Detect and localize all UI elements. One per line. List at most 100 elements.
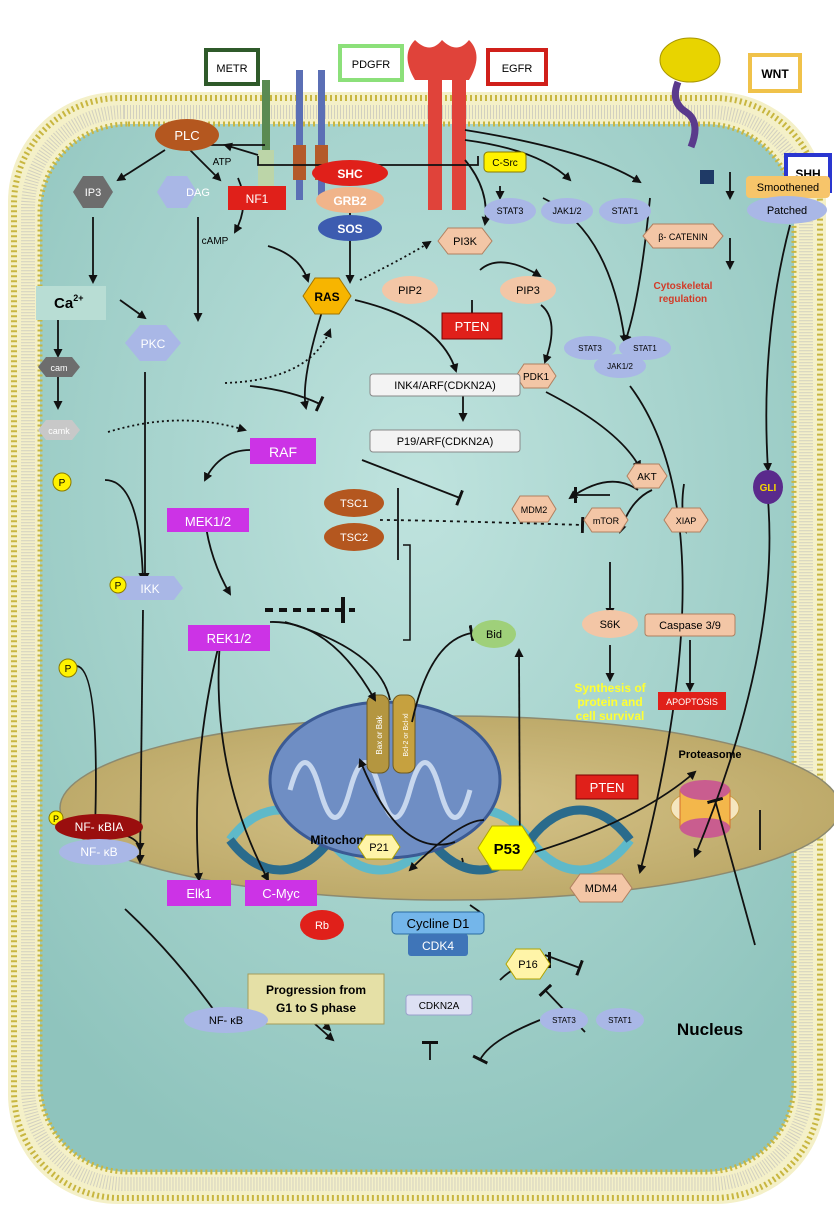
s6k-node <box>582 610 638 638</box>
mdm2-label: MDM2 <box>521 505 548 515</box>
calcium-node <box>36 286 106 320</box>
stat3-nucleus-label: STAT3 <box>552 1016 576 1025</box>
stat1-label: STAT1 <box>612 206 639 216</box>
stat1-nucleus-node <box>596 1008 644 1032</box>
synthesis-line1: Synthesis of <box>574 681 646 695</box>
cmyc-node <box>245 880 317 906</box>
jak-dimer-node <box>594 354 646 378</box>
akt-label: AKT <box>637 472 656 483</box>
mdm2-node <box>511 495 557 523</box>
cyto-line2: regulation <box>659 294 707 305</box>
p53-label: P53 <box>494 841 521 858</box>
csrc-label: C-Src <box>492 158 518 169</box>
calcium-label: Ca2+ <box>54 293 83 312</box>
egfr-label: EGFR <box>502 63 533 75</box>
mtor-label: mTOR <box>593 516 620 526</box>
tsc2-label: TSC2 <box>340 532 368 544</box>
wnt-label: WNT <box>761 67 789 81</box>
stat1-node <box>599 198 651 224</box>
cmyc-label: C-Myc <box>262 886 300 901</box>
pten-label: PTEN <box>455 319 490 334</box>
p19-node <box>369 429 521 453</box>
atp-label: ATP <box>213 157 232 168</box>
svg-text:P: P <box>59 478 66 489</box>
caspase-label: Caspase 3/9 <box>659 620 721 632</box>
csrc-node <box>483 151 527 173</box>
p19-label: P19/ARF(CDKN2A) <box>397 436 494 448</box>
nfkbia-node <box>55 814 143 840</box>
egfr-receptor <box>407 40 477 210</box>
mdm4-node <box>569 873 633 903</box>
p16-label: P16 <box>518 959 538 971</box>
cdk4-node <box>408 934 468 956</box>
ras-label: RAS <box>314 290 339 304</box>
p21-node <box>357 834 401 860</box>
stat3-node <box>484 198 536 224</box>
stat1-dimer-label: STAT1 <box>633 344 657 353</box>
progression-box <box>247 973 385 1025</box>
membrane-lipid-outer <box>11 95 823 1201</box>
bid-node <box>472 620 516 648</box>
wnt-label-box <box>748 53 802 93</box>
synthesis-line2: protein and <box>577 695 642 709</box>
patched-node <box>747 196 827 224</box>
shc-node <box>312 160 388 186</box>
progression-line2: G1 to S phase <box>276 1001 356 1015</box>
svg-text:P: P <box>65 664 72 675</box>
sos-label: SOS <box>337 222 362 236</box>
pdgfr-label-box <box>338 44 404 82</box>
nf1-node <box>228 186 286 210</box>
egfr-label-box <box>486 48 548 86</box>
bcatenin-node <box>642 223 724 249</box>
ink4-node <box>369 373 521 397</box>
jak-node <box>541 198 593 224</box>
stat3-dimer-label: STAT3 <box>578 344 602 353</box>
xiap-node <box>663 507 709 533</box>
nfkb-nucleus-node <box>184 1007 268 1033</box>
elk1-node <box>167 880 231 906</box>
grb2-node <box>316 187 384 213</box>
rb-node <box>300 910 344 940</box>
cdkn2a-node <box>405 994 473 1016</box>
pten-proteasome-label: PTEN <box>590 780 625 795</box>
jak-label: JAK1/2 <box>552 206 581 216</box>
ink4-label: INK4/ARF(CDKN2A) <box>394 380 495 392</box>
nfkb-nucleus-label: NF- κB <box>209 1015 243 1027</box>
proteasome-complex <box>670 780 740 838</box>
mek-label: MEK1/2 <box>185 514 231 529</box>
bcl-label: Bcl-2 or Bcl-xl <box>403 713 410 757</box>
mtor-node <box>583 507 629 533</box>
stat1-dimer-node <box>619 336 671 360</box>
pdk1-node <box>515 363 557 389</box>
patched-label: Patched <box>767 205 807 217</box>
ip3-label: IP3 <box>85 187 102 199</box>
nfkbia-label: NF- κBIA <box>75 820 124 834</box>
proteasome-label: Proteasome <box>679 749 742 761</box>
bid-label: Bid <box>486 629 502 641</box>
svg-text:P: P <box>115 581 122 592</box>
raf-node <box>250 438 316 464</box>
nfkb-label: NF- κB <box>80 845 117 859</box>
dag-label: DAG <box>186 187 210 199</box>
pten-node <box>441 312 503 340</box>
xiap-label: XIAP <box>676 516 697 526</box>
pdgfr-label: PDGFR <box>352 59 391 71</box>
gli-label: GLI <box>760 483 777 494</box>
ip3-node <box>73 176 113 208</box>
bcatenin-label: β- CATENIN <box>658 232 708 242</box>
p21-label: P21 <box>369 842 389 854</box>
cdkn2a-label: CDKN2A <box>419 1001 460 1012</box>
metr-receptor <box>258 80 274 200</box>
dotted-connectors <box>107 240 432 433</box>
elk1-label: Elk1 <box>186 886 211 901</box>
cytoplasm <box>37 121 797 1175</box>
progression-line1: Progression from <box>266 983 366 997</box>
cyclin-label: Cycline D1 <box>407 916 470 931</box>
pip3-label: PIP3 <box>516 285 540 297</box>
bax-bak-channel <box>366 694 390 774</box>
grb2-label: GRB2 <box>333 194 367 208</box>
pdk1-label: PDK1 <box>523 372 550 383</box>
caspase-node <box>644 613 736 637</box>
